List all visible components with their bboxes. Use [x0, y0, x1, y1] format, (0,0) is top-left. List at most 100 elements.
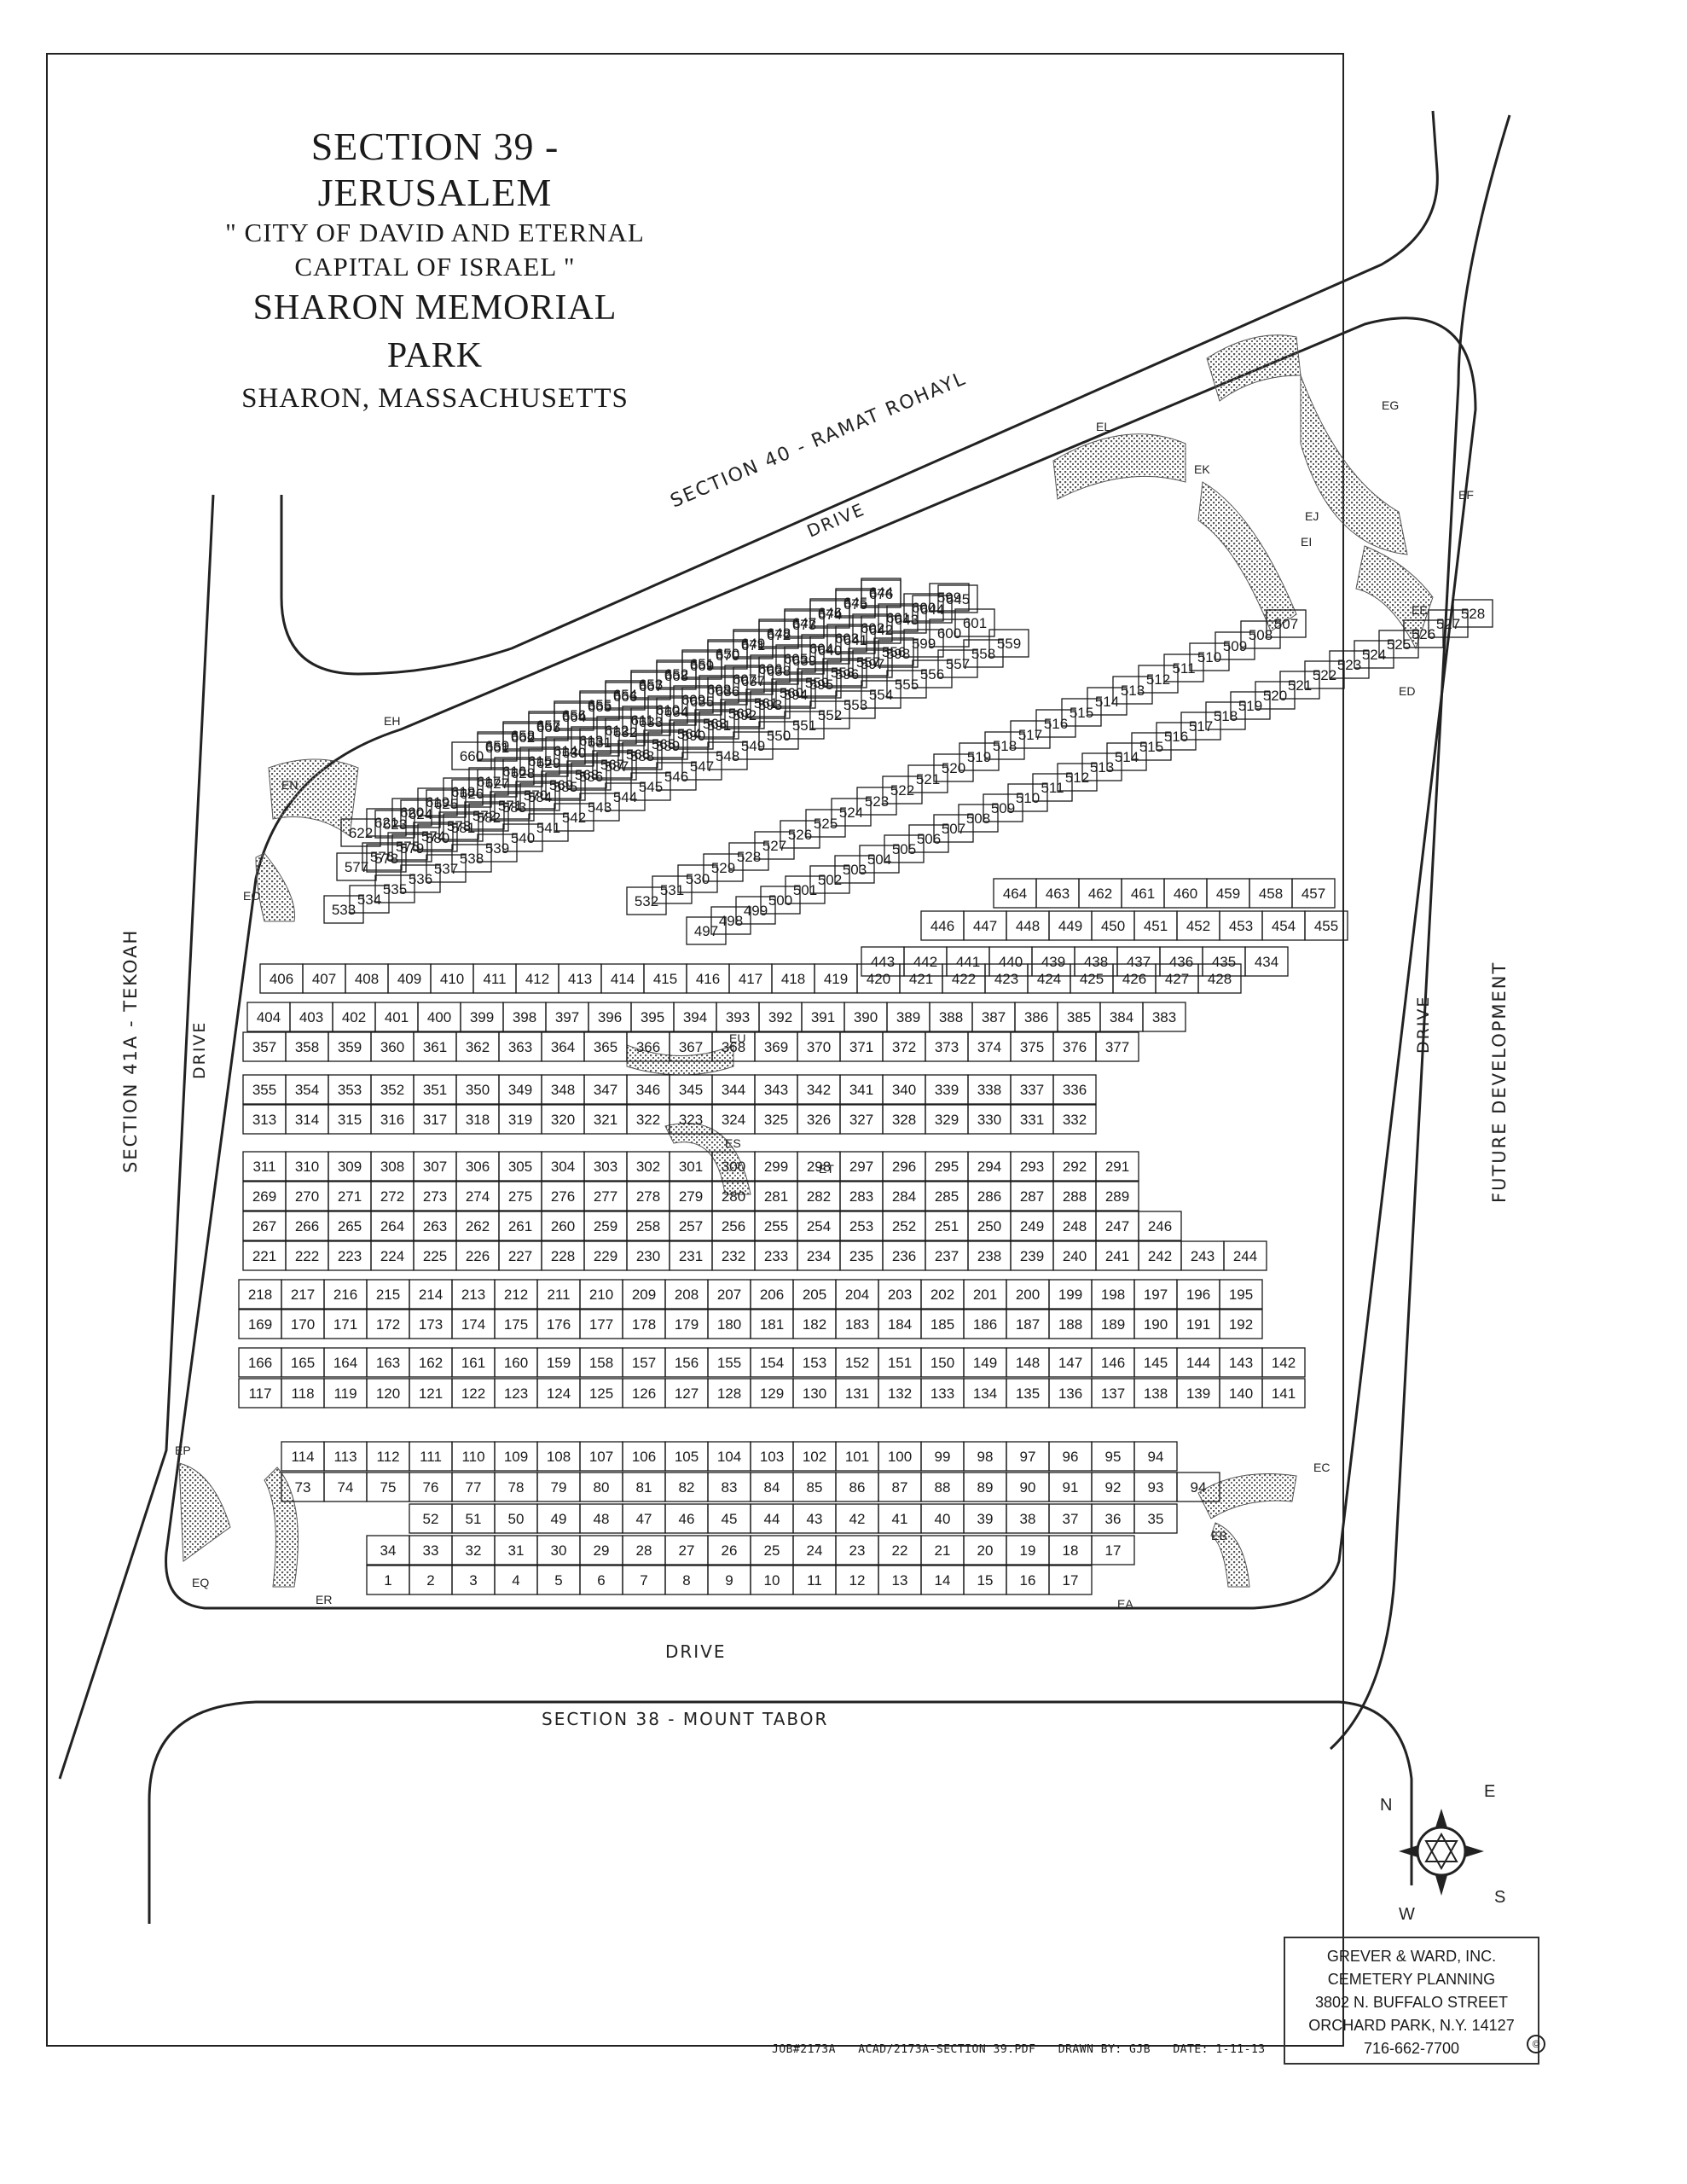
- lot-number: 226: [466, 1248, 490, 1264]
- lot-number: 276: [551, 1188, 575, 1205]
- lot-557: [937, 649, 978, 678]
- lot-551: [784, 711, 825, 740]
- lot-601: [878, 603, 919, 632]
- credit-box: GREVER & WARD, INC. CEMETERY PLANNING 38…: [1284, 1937, 1539, 2065]
- lot-number: 258: [636, 1218, 660, 1234]
- lot-522: [1304, 660, 1345, 689]
- credit-service: CEMETERY PLANNING: [1327, 1971, 1496, 1988]
- lot-number: 578: [374, 851, 398, 867]
- lot-number: 200: [1016, 1287, 1040, 1303]
- lot-number: 295: [935, 1159, 959, 1175]
- lot-509: [1215, 631, 1255, 660]
- footer-date: DATE: 1-11-13: [1173, 2043, 1266, 2056]
- lot-number: 368: [722, 1039, 745, 1055]
- lot-number: 94: [1148, 1449, 1164, 1465]
- area-code-eh: EH: [384, 714, 400, 728]
- area-code-ek: EK: [1194, 462, 1210, 476]
- lot-573: [438, 811, 479, 840]
- lot-number: 256: [722, 1218, 745, 1234]
- lot-number: 331: [1020, 1112, 1044, 1128]
- lot-554: [861, 680, 901, 709]
- lot-number: 675: [844, 596, 867, 613]
- lot-number: 156: [675, 1355, 699, 1371]
- lot-number: 298: [807, 1159, 831, 1175]
- lot-552: [809, 700, 850, 729]
- lot-526: [780, 820, 820, 849]
- lot-number: 267: [252, 1218, 276, 1234]
- lot-number: 461: [1131, 886, 1155, 902]
- lot-number: 512: [1065, 770, 1089, 786]
- lot-number: 302: [636, 1159, 660, 1175]
- lot-592: [724, 700, 765, 729]
- lot-number: 454: [1272, 918, 1296, 934]
- lot-604: [801, 634, 842, 663]
- lot-number: 188: [1058, 1316, 1082, 1333]
- lot-523: [856, 787, 897, 816]
- lot-number: 526: [1412, 626, 1435, 642]
- lot-number: 120: [376, 1385, 400, 1402]
- lot-533: [323, 895, 364, 924]
- lot-number: 451: [1144, 918, 1168, 934]
- lot-662: [502, 723, 543, 752]
- lot-number: 285: [935, 1188, 959, 1205]
- lot-number: 664: [562, 709, 586, 725]
- lot-number: 531: [660, 882, 684, 898]
- title-location: SHARON, MASSACHUSETTS: [241, 383, 629, 414]
- lot-518: [984, 731, 1025, 760]
- lot-509: [983, 793, 1023, 822]
- lot-number: 669: [690, 658, 714, 674]
- lot-number: 671: [741, 637, 765, 653]
- lot-543: [579, 793, 620, 822]
- lot-number: 210: [589, 1287, 613, 1303]
- lot-number: 79: [551, 1479, 567, 1496]
- lot-number: 139: [1186, 1385, 1210, 1402]
- lot-621: [366, 808, 407, 837]
- lot-642: [861, 615, 901, 644]
- lot-number: 521: [1288, 677, 1312, 694]
- lot-number: 304: [551, 1159, 575, 1175]
- lot-number: 37: [1063, 1511, 1079, 1527]
- lot-number: 291: [1105, 1159, 1129, 1175]
- lot-number: 353: [338, 1082, 362, 1098]
- road-left: [58, 494, 215, 1780]
- lot-number: 523: [865, 793, 889, 810]
- lot-number: 519: [967, 749, 991, 765]
- lot-number: 44: [764, 1511, 780, 1527]
- lot-number: 643: [895, 612, 919, 628]
- lot-number: 257: [679, 1218, 703, 1234]
- lot-number: 522: [890, 782, 914, 799]
- area-code-es: ES: [725, 1136, 741, 1150]
- lot-641: [835, 625, 876, 654]
- lot-number: 183: [845, 1316, 869, 1333]
- lot-number: 413: [568, 971, 592, 987]
- lot-number: 197: [1144, 1287, 1168, 1303]
- lot-number: 303: [594, 1159, 617, 1175]
- lot-510: [1007, 783, 1048, 812]
- lot-562: [720, 699, 761, 728]
- lot-525: [805, 809, 846, 838]
- lot-number: 350: [466, 1082, 490, 1098]
- lot-number: 131: [845, 1385, 869, 1402]
- lot-number: 224: [380, 1248, 404, 1264]
- lot-number: 83: [722, 1479, 738, 1496]
- lot-number: 172: [376, 1316, 400, 1333]
- lot-number: 535: [383, 881, 407, 897]
- lot-number: 289: [1105, 1188, 1129, 1205]
- title-park: SHARON MEMORIAL PARK: [252, 288, 617, 375]
- lot-number: 373: [935, 1039, 959, 1055]
- lot-number: 119: [333, 1385, 357, 1402]
- lot-number: 325: [764, 1112, 788, 1128]
- lot-568: [566, 760, 607, 789]
- lot-number: 243: [1191, 1248, 1215, 1264]
- lot-582: [468, 803, 509, 832]
- lot-number: 140: [1229, 1385, 1253, 1402]
- lot-number: 191: [1186, 1316, 1210, 1333]
- lot-number: 159: [547, 1355, 571, 1371]
- area-code-er: ER: [316, 1593, 332, 1606]
- lot-number: 280: [722, 1188, 745, 1205]
- lot-497: [686, 916, 727, 945]
- lot-number: 543: [588, 799, 612, 816]
- lot-number: 390: [854, 1009, 878, 1025]
- lot-number: 272: [380, 1188, 404, 1205]
